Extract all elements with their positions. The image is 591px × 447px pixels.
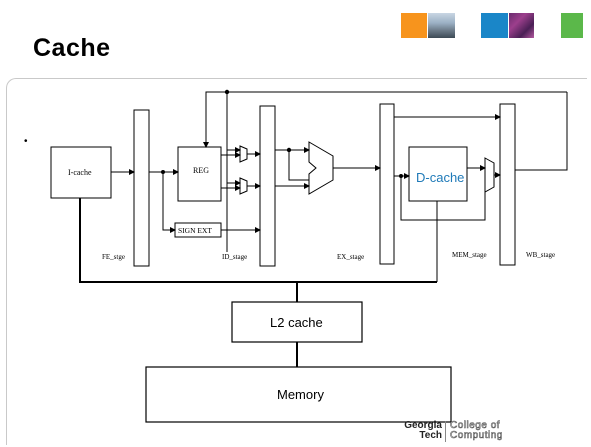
sign-ext-label: SIGN EXT [178,226,212,235]
fe-stage-register [134,110,149,266]
mux-upper [240,146,247,162]
ex-stage-register [380,104,394,264]
mux-lower [240,178,247,194]
mem-stage-label: MEM_stage [452,251,487,259]
memory-label: Memory [277,387,324,402]
wb-stage-label: WB_stage [526,251,555,259]
georgia-tech-wordmark: Georgia Tech [388,421,442,441]
college-of-computing-wordmark: College of Computing [450,421,503,441]
l2-cache-label: L2 cache [270,315,323,330]
dcache-label: D-cache [416,170,464,185]
footer-divider [445,421,446,442]
ex-stage-label: EX_stage [337,253,364,261]
alu-shape [309,142,333,194]
id-stage-label: ID_stage [222,253,247,261]
mux-mem [485,158,494,192]
reg-label: REG [193,166,209,175]
fe-stage-label: FE_stge [102,253,125,261]
icache-label: I-cache [68,168,92,177]
gt-line2: Tech [388,431,442,441]
id-stage-register [260,106,275,266]
coc-line2: Computing [450,431,503,441]
wb-stage-register [500,104,515,265]
